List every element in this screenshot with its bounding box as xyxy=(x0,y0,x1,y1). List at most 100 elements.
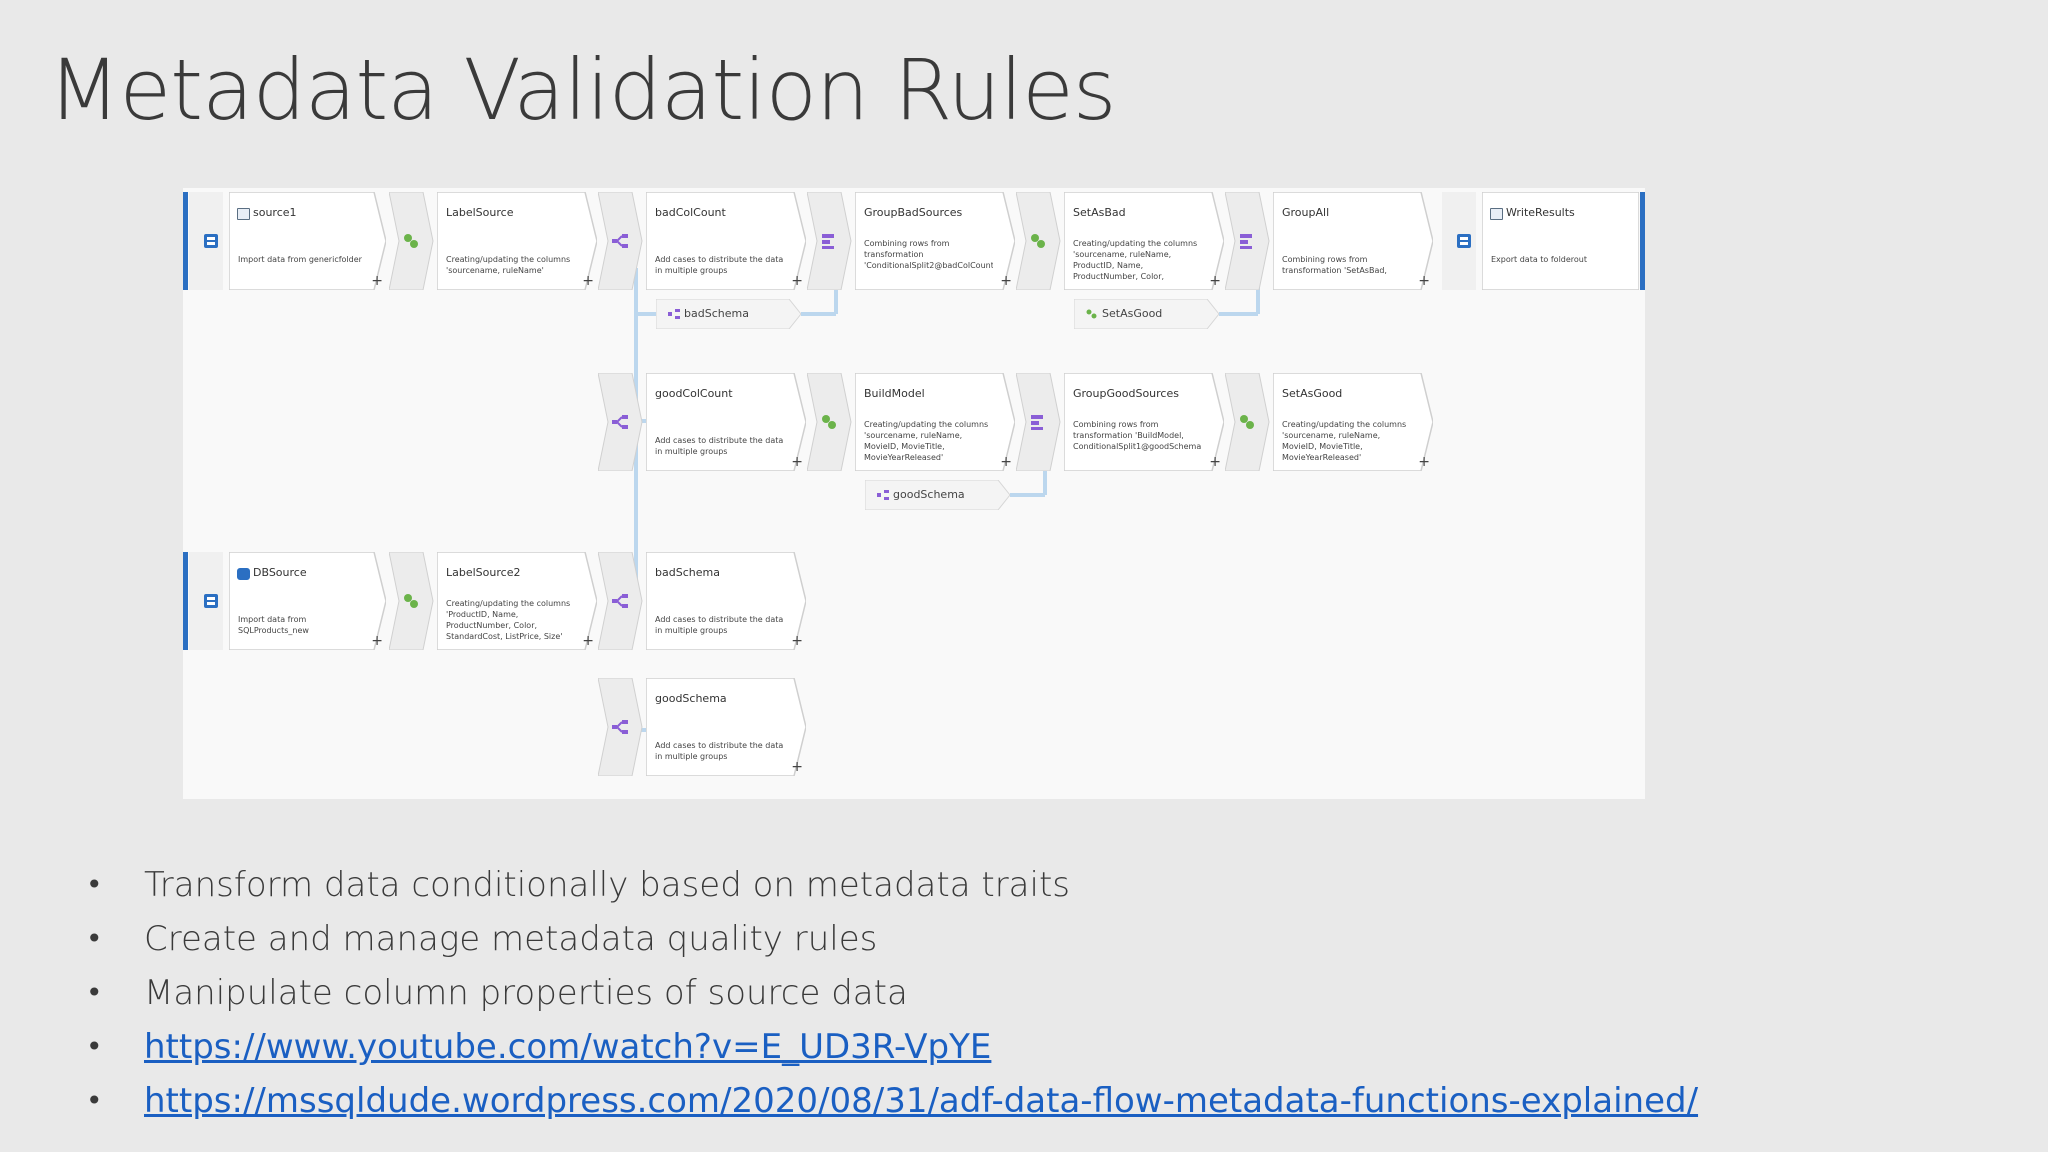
goodschema-tile[interactable] xyxy=(598,678,644,776)
union-icon xyxy=(820,232,838,250)
node-description: Combining rows from transformation 'Buil… xyxy=(1073,420,1202,451)
bullet-item: •Transform data conditionally based on m… xyxy=(82,858,1698,912)
node-description: Add cases to distribute the data in mult… xyxy=(655,615,784,635)
node-title: GroupAll xyxy=(1282,206,1330,219)
writeresults-tile[interactable] xyxy=(1442,192,1478,290)
node-title: goodSchema xyxy=(655,692,727,705)
node-description: Creating/updating the columns 'sourcenam… xyxy=(1073,239,1198,281)
sink-icon xyxy=(1455,232,1473,250)
conditional-split-icon xyxy=(611,592,629,610)
node-title: badSchema xyxy=(655,566,720,579)
reference-label: goodSchema xyxy=(893,488,965,501)
labelsource2-tile[interactable] xyxy=(389,552,435,650)
bullet-link[interactable]: https://www.youtube.com/watch?v=E_UD3R-V… xyxy=(144,1027,992,1067)
node-title: BuildModel xyxy=(864,387,925,400)
source-edge-bar xyxy=(183,192,188,290)
source-edge-bar xyxy=(183,552,188,650)
node-description: Export data to folderout xyxy=(1491,255,1588,264)
node-title: LabelSource2 xyxy=(446,566,521,579)
groupgoodsources-tile[interactable] xyxy=(1016,373,1062,471)
node-title: source1 xyxy=(253,206,297,219)
source-icon xyxy=(202,232,220,250)
source-file-icon xyxy=(237,208,250,220)
conditional-split-icon xyxy=(611,718,629,736)
node-title: GroupBadSources xyxy=(864,206,963,219)
node-description: Add cases to distribute the data in mult… xyxy=(655,255,784,275)
badcolcount-tile[interactable] xyxy=(598,192,644,290)
derived-column-icon xyxy=(402,592,420,610)
labelsource-tile[interactable] xyxy=(389,192,435,290)
source1-tile[interactable] xyxy=(189,192,225,290)
bullet-dot: • xyxy=(86,976,103,1009)
bullet-item[interactable]: • https://www.youtube.com/watch?v=E_UD3R-… xyxy=(82,1020,1698,1074)
add-transform-button[interactable]: + xyxy=(371,273,383,289)
bullet-dot: • xyxy=(86,1030,103,1063)
setasbad-tile[interactable] xyxy=(1016,192,1062,290)
bullet-item: •Manipulate column properties of source … xyxy=(82,966,1698,1020)
setasgood-tile[interactable] xyxy=(1225,373,1271,471)
add-transform-button[interactable]: + xyxy=(791,759,803,775)
goodcolcount-tile[interactable] xyxy=(598,373,644,471)
add-transform-button[interactable]: + xyxy=(791,273,803,289)
add-transform-button[interactable]: + xyxy=(1418,273,1430,289)
ref-badschema-reference[interactable]: badSchema xyxy=(656,299,801,329)
bullet-list: • Transform data conditionally based on m… xyxy=(82,858,1698,1128)
ref-goodschema-reference[interactable]: goodSchema xyxy=(865,480,1010,510)
add-transform-button[interactable]: + xyxy=(1000,273,1012,289)
add-transform-button[interactable]: + xyxy=(1209,273,1221,289)
add-transform-button[interactable]: + xyxy=(1000,454,1012,470)
node-title: LabelSource xyxy=(446,206,514,219)
dbsource-tile[interactable] xyxy=(189,552,225,650)
union-icon xyxy=(1238,232,1256,250)
groupbadsources-tile[interactable] xyxy=(807,192,853,290)
badschema-tile[interactable] xyxy=(598,552,644,650)
add-transform-button[interactable]: + xyxy=(371,633,383,649)
node-description: Import data from SQLProducts_new xyxy=(238,615,309,635)
bullet-item: •Create and manage metadata quality rule… xyxy=(82,912,1698,966)
groupall-tile[interactable] xyxy=(1225,192,1271,290)
add-transform-button[interactable]: + xyxy=(582,273,594,289)
node-description: Creating/updating the columns 'sourcenam… xyxy=(446,255,571,275)
node-description: Add cases to distribute the data in mult… xyxy=(655,741,784,761)
bullet-text: Transform data conditionally based on me… xyxy=(144,865,1071,905)
node-description: Combining rows from transformation 'Cond… xyxy=(864,239,993,270)
bullet-item[interactable]: •https://mssqldude.wordpress.com/2020/08… xyxy=(82,1074,1698,1128)
slide-title: Metadata Validation Rules xyxy=(48,41,1117,139)
add-transform-button[interactable]: + xyxy=(791,633,803,649)
bullet-dot: • xyxy=(86,922,103,955)
derived-column-icon xyxy=(1086,309,1098,319)
node-description: Combining rows from transformation 'SetA… xyxy=(1282,255,1387,278)
add-transform-button[interactable]: + xyxy=(1209,454,1221,470)
derived-column-icon xyxy=(820,413,838,431)
node-description: Creating/updating the columns 'sourcenam… xyxy=(1282,420,1407,462)
derived-column-icon xyxy=(1238,413,1256,431)
add-transform-button[interactable]: + xyxy=(582,633,594,649)
conditional-split-icon xyxy=(877,490,889,500)
add-transform-button[interactable]: + xyxy=(791,454,803,470)
node-title: GroupGoodSources xyxy=(1073,387,1179,400)
node-description: Add cases to distribute the data in mult… xyxy=(655,436,784,456)
node-description: Import data from genericfolder xyxy=(238,255,362,264)
ref-setasgood-reference[interactable]: SetAsGood xyxy=(1074,299,1219,329)
bullet-link[interactable]: https://mssqldude.wordpress.com/2020/08/… xyxy=(144,1081,1699,1121)
node-title: badColCount xyxy=(655,206,726,219)
buildmodel-tile[interactable] xyxy=(807,373,853,471)
add-transform-button[interactable]: + xyxy=(1418,454,1430,470)
node-description: Creating/updating the columns 'ProductID… xyxy=(446,599,571,641)
